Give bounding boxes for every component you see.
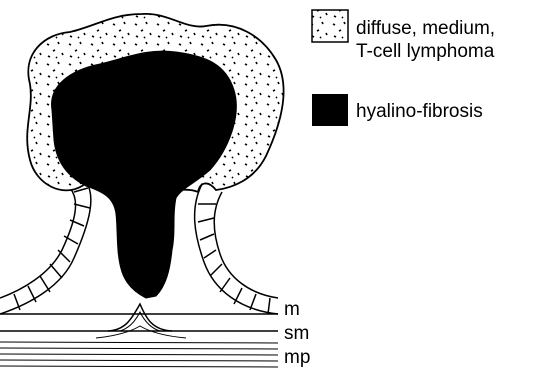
layer-label-sm: sm: [284, 323, 309, 344]
legend-label-lymphoma-line1: diffuse, medium,: [356, 18, 495, 39]
legend-swatch-fibrosis: [312, 94, 348, 126]
mucosa-right: [195, 184, 278, 314]
legend-label-fibrosis: hyalino-fibrosis: [356, 101, 483, 122]
legend-swatch-lymphoma: [312, 10, 348, 42]
layer-label-mp: mp: [284, 347, 310, 368]
layer-label-m: m: [284, 299, 300, 320]
legend: diffuse, medium, T-cell lymphoma hyalino…: [312, 10, 495, 126]
legend-label-lymphoma-line2: T-cell lymphoma: [356, 41, 495, 62]
wall-layers: [0, 304, 278, 367]
mucosa-left: [0, 182, 91, 314]
